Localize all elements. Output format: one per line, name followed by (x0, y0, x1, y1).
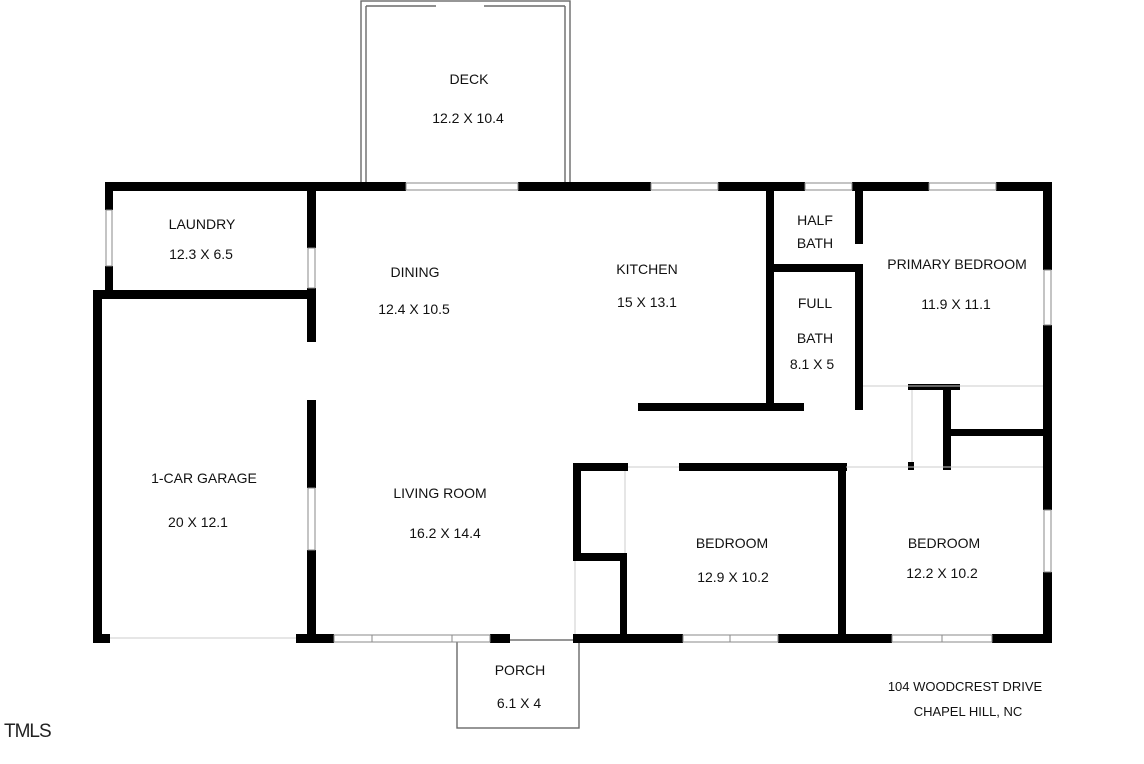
dining-label: DINING (391, 264, 440, 280)
kitchen-label: KITCHEN (616, 261, 677, 277)
full-bath-label-line1: FULL (798, 295, 832, 311)
porch-dimensions: 6.1 X 4 (497, 695, 542, 711)
address-line1: 104 WOODCREST DRIVE (888, 679, 1043, 694)
deck-outline (360, 0, 571, 185)
windows (105, 182, 1052, 643)
living-room-label: LIVING ROOM (393, 485, 486, 501)
dining-dimensions: 12.4 X 10.5 (378, 301, 450, 317)
bedroom-2-label: BEDROOM (696, 535, 768, 551)
bedroom-2-dimensions: 12.9 X 10.2 (697, 569, 769, 585)
living-room-dimensions: 16.2 X 14.4 (409, 525, 481, 541)
full-bath-label-line2: BATH (797, 330, 833, 346)
laundry-label: LAUNDRY (169, 216, 236, 232)
half-bath-label-line1: HALF (797, 212, 833, 228)
full-bath-dimensions: 8.1 X 5 (790, 356, 835, 372)
porch-label: PORCH (495, 662, 546, 678)
address-line2: CHAPEL HILL, NC (914, 704, 1023, 719)
deck-label: DECK (450, 71, 490, 87)
primary-bedroom-dimensions: 11.9 X 11.1 (921, 296, 991, 312)
garage-label: 1-CAR GARAGE (151, 470, 257, 486)
porch-outline (456, 639, 580, 729)
walls (93, 182, 1052, 643)
mls-watermark: TMLS (4, 721, 51, 742)
garage-dimensions: 20 X 12.1 (168, 514, 228, 530)
half-bath-label-line2: BATH (797, 235, 833, 251)
deck-dimensions: 12.2 X 10.4 (432, 110, 504, 126)
laundry-dimensions: 12.3 X 6.5 (169, 246, 233, 262)
bedroom-3-dimensions: 12.2 X 10.2 (906, 565, 978, 581)
primary-bedroom-label: PRIMARY BEDROOM (887, 256, 1027, 272)
kitchen-dimensions: 15 X 13.1 (617, 294, 677, 310)
bedroom-3-label: BEDROOM (908, 535, 980, 551)
